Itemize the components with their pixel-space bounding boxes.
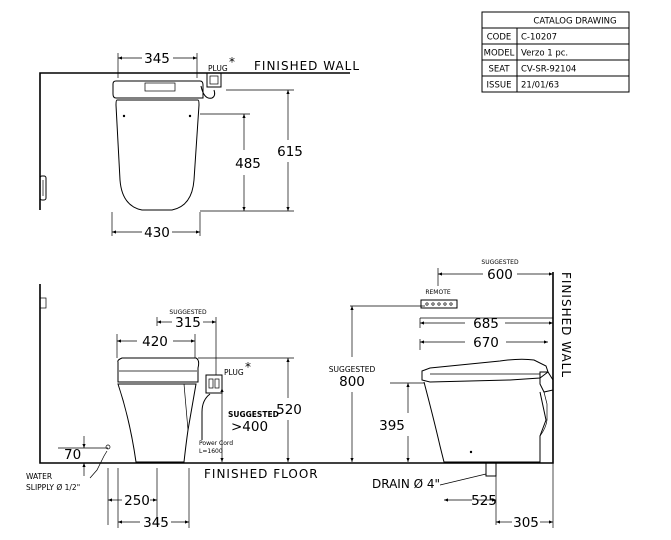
side-suggested-label-2: SUGGESTED xyxy=(228,410,279,419)
dim-front-525: 525 xyxy=(471,493,497,509)
front-suggested-label-2: SUGGESTED xyxy=(329,365,376,374)
title-block: CATALOG DRAWING CODE C-10207 MODEL Verzo… xyxy=(481,11,630,93)
front-drain-label: DRAIN Ø 4" xyxy=(372,477,440,491)
title-block-value-model: Verzo 1 pc. xyxy=(521,49,568,59)
title-block-key-code: CODE xyxy=(487,33,512,43)
side-plug-mark: * xyxy=(245,360,251,374)
side-power-cord-1: Power Cord xyxy=(199,440,233,447)
dim-front-600: 600 xyxy=(487,267,513,283)
dim-side-420: 420 xyxy=(142,334,168,350)
dim-top-345: 345 xyxy=(144,51,170,67)
side-water-label-2: SLIPPLY Ø 1/2" xyxy=(26,483,80,492)
title-block-key-model: MODEL xyxy=(484,49,515,59)
front-view: FINISHED WALL SUGGESTED 600 REMOTE 685 6… xyxy=(329,259,573,531)
side-power-cord-2: L=1600 xyxy=(199,448,223,455)
side-view: FINISHED FLOOR SUGGESTED 315 420 PLUG * … xyxy=(26,284,380,531)
top-plug-mark: * xyxy=(229,55,235,69)
dim-side-400: >400 xyxy=(231,419,268,435)
dim-side-520: 520 xyxy=(276,402,302,418)
side-suggested-label: SUGGESTED xyxy=(169,309,207,316)
top-view: FINISHED WALL 345 PLUG * 430 485 xyxy=(39,51,360,241)
dim-top-615: 615 xyxy=(277,144,303,160)
dim-front-305: 305 xyxy=(513,515,539,531)
front-wall-label-vertical: FINISHED WALL xyxy=(559,272,573,378)
dim-front-685: 685 xyxy=(473,316,499,332)
dim-top-430: 430 xyxy=(144,225,170,241)
title-block-value-seat: CV-SR-92104 xyxy=(521,65,576,75)
side-water-label-1: WATER xyxy=(26,472,52,481)
dim-side-315: 315 xyxy=(175,315,201,331)
top-plug-label: PLUG xyxy=(208,64,228,73)
dim-side-70: 70 xyxy=(64,447,81,463)
title-block-value-issue: 21/01/63 xyxy=(521,81,559,91)
dim-front-670: 670 xyxy=(473,335,499,351)
title-block-heading: CATALOG DRAWING xyxy=(533,17,616,27)
front-suggested-label: SUGGESTED xyxy=(481,259,519,266)
dim-front-800: 800 xyxy=(339,374,365,390)
top-plug-text: PLUG xyxy=(208,64,228,73)
title-block-key-seat: SEAT xyxy=(488,65,510,75)
top-wall-label: FINISHED WALL xyxy=(254,59,360,73)
dim-side-345: 345 xyxy=(143,515,169,531)
dim-side-250: 250 xyxy=(124,493,150,509)
title-block-value-code: C-10207 xyxy=(521,33,557,43)
front-remote-label: REMOTE xyxy=(425,289,451,296)
dim-top-485: 485 xyxy=(235,156,261,172)
side-plug-label: PLUG xyxy=(224,368,244,377)
dim-front-395: 395 xyxy=(379,418,405,434)
title-block-key-issue: ISSUE xyxy=(487,81,512,91)
side-floor-label: FINISHED FLOOR xyxy=(204,467,319,481)
